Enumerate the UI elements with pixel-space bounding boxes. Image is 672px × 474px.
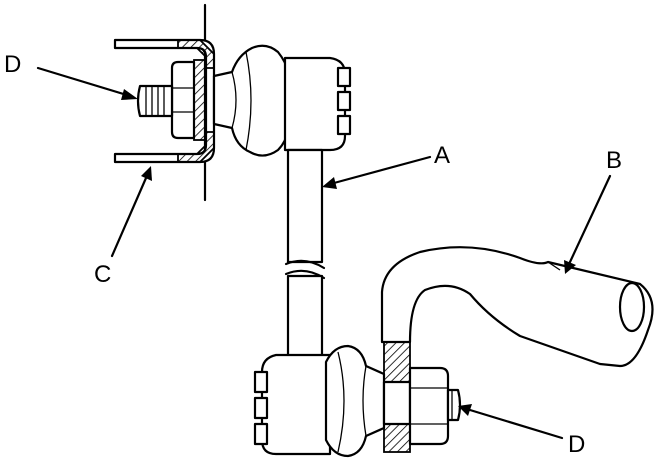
callout-b: B — [606, 147, 622, 174]
lower-ball-joint — [253, 341, 450, 458]
callout-a: A — [434, 142, 450, 169]
arrow-b — [564, 174, 612, 274]
arrow-c — [110, 166, 152, 258]
arrow-d-lower — [458, 404, 564, 440]
mounting-bracket — [113, 3, 216, 202]
arrow-a — [322, 155, 432, 189]
callout-d-upper: D — [4, 51, 21, 78]
link-rod — [284, 148, 326, 360]
stabilizer-bar — [380, 246, 654, 368]
upper-threaded-stud — [136, 84, 174, 118]
leader-arrows — [36, 66, 612, 440]
callout-c: C — [94, 261, 111, 288]
lower-threaded-stud — [446, 388, 462, 422]
callout-d-lower: D — [568, 431, 585, 458]
arrow-d-upper — [36, 66, 138, 100]
upper-ball-joint — [170, 44, 352, 157]
